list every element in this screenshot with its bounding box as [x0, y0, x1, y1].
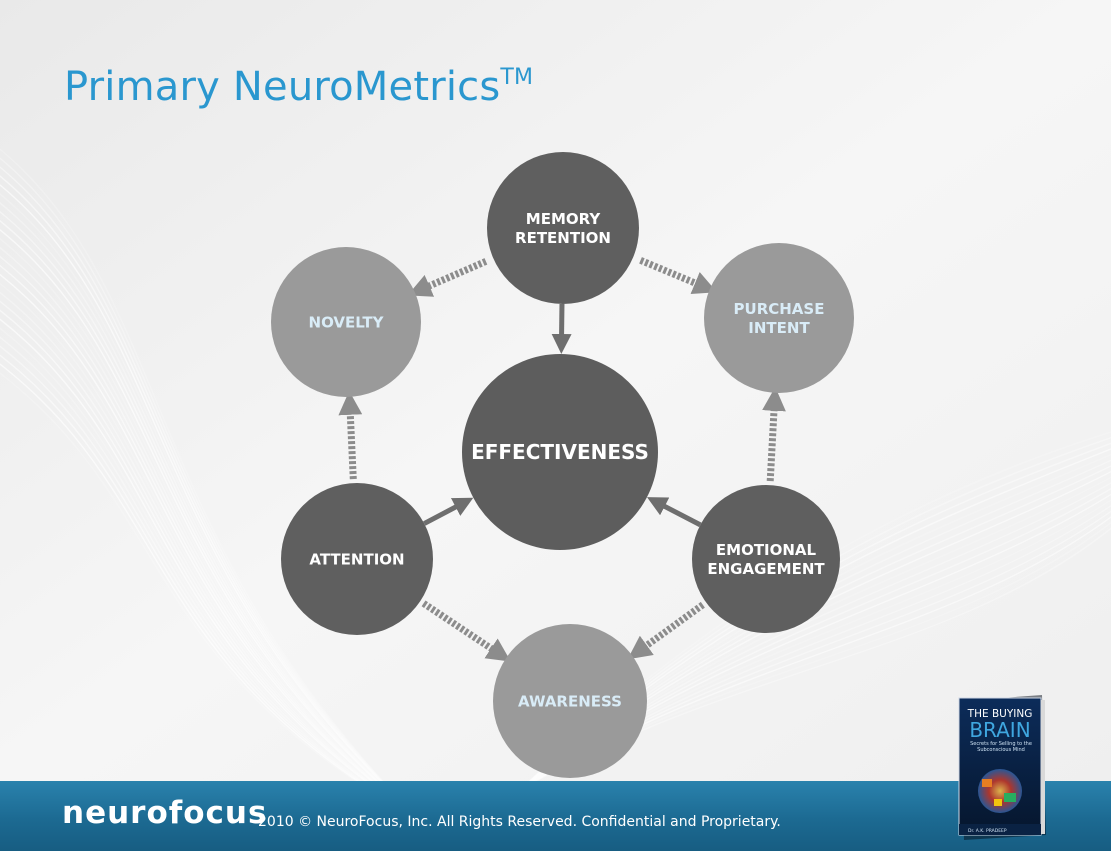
- memory-retention-label-line-1: MEMORY: [526, 210, 602, 228]
- emotional-engagement-circle: [692, 485, 840, 633]
- book-subtitle: Secrets for Selling to the Subconscious …: [970, 741, 1032, 753]
- purchase-intent-label-line-1: PURCHASE: [734, 300, 825, 318]
- purchase-intent-label-line-2: INTENT: [748, 319, 810, 337]
- title-trademark: TM: [500, 65, 534, 90]
- node-awareness: AWARENESS: [493, 624, 647, 778]
- solid-arrow-memory-retention-to-center: [551, 303, 572, 355]
- center-arrows: [423, 303, 702, 528]
- novelty-label-line-1: NOVELTY: [309, 313, 385, 331]
- emotional-engagement-label-line-1: EMOTIONAL: [716, 541, 817, 559]
- brain-image: [978, 769, 1022, 813]
- buying-brain-book-cover: THE BUYING BRAIN Secrets for Selling to …: [958, 695, 1046, 840]
- memory-retention-circle: [487, 152, 639, 304]
- solid-arrow-emotional-engagement-to-center: [646, 497, 702, 528]
- attention-label-line-1: ATTENTION: [309, 550, 404, 568]
- neurofocus-logo: neurofocus: [62, 795, 268, 831]
- book-author: Dr. A.K. PRADEEP: [968, 828, 1007, 834]
- book-title-main: BRAIN: [969, 718, 1030, 742]
- center-node-effectiveness: EFFECTIVENESS: [462, 354, 658, 550]
- awareness-circle: [493, 624, 647, 778]
- dashed-arrow-memory-retention-to-purchase-intent: [639, 257, 718, 295]
- solid-arrow-attention-to-center: [423, 497, 474, 526]
- attention-circle: [281, 483, 433, 635]
- memory-retention-label-line-2: RETENTION: [515, 229, 611, 247]
- node-novelty: NOVELTY: [271, 247, 421, 397]
- awareness-label-line-1: AWARENESS: [518, 692, 622, 710]
- dashed-arrow-emotional-engagement-to-purchase-intent: [762, 386, 786, 482]
- title-text: Primary NeuroMetrics: [64, 64, 501, 110]
- footer-bar: neurofocus 2010 © NeuroFocus, Inc. All R…: [0, 781, 1111, 851]
- dashed-arrow-attention-to-awareness: [421, 600, 511, 662]
- dashed-arrow-attention-to-novelty: [338, 391, 363, 480]
- dashed-arrow-memory-retention-to-novelty: [407, 258, 488, 297]
- center-circle: [462, 354, 658, 550]
- copyright-text: 2010 © NeuroFocus, Inc. All Rights Reser…: [258, 814, 781, 830]
- novelty-circle: [271, 247, 421, 397]
- emotional-engagement-label-line-2: ENGAGEMENT: [707, 560, 825, 578]
- dashed-arrow-emotional-engagement-to-awareness: [627, 601, 705, 660]
- cycle-arrows: [338, 257, 786, 662]
- page-title: Primary NeuroMetricsTM: [64, 64, 533, 110]
- purchase-intent-circle: [704, 243, 854, 393]
- center-label-line-1: EFFECTIVENESS: [471, 440, 649, 464]
- book-title-top: THE BUYING: [967, 708, 1033, 720]
- node-attention: ATTENTION: [281, 483, 433, 635]
